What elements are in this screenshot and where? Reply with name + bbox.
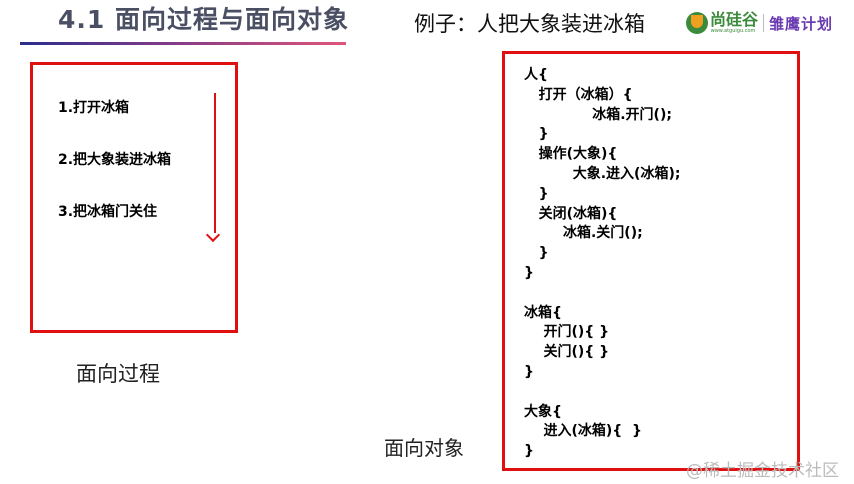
code-block: 人{ 打开（冰箱）{ 冰箱.开门(); } 操作(大象){ 大象.进入(冰箱);… [524, 66, 680, 462]
title-underline [20, 42, 346, 45]
code-line: 操作(大象){ [524, 146, 618, 163]
code-line: 人{ [524, 67, 548, 83]
code-line: 进入(冰箱){ } [524, 423, 642, 440]
code-line: } [524, 443, 534, 460]
procedural-steps: 1.打开冰箱 2.把大象装进冰箱 3.把冰箱门关住 [58, 97, 171, 253]
down-arrow-icon [214, 93, 216, 233]
logo-u-icon [686, 12, 708, 34]
code-line: } [524, 185, 549, 202]
logo-plan: 雏鹰计划 [769, 14, 834, 33]
slide-title: 4.1 面向过程与面向对象 [58, 5, 349, 34]
logo-url: www.atguigu.com [710, 28, 756, 34]
code-line: 开门(){ } [524, 324, 610, 341]
code-line: 关闭(冰箱){ [524, 205, 618, 222]
code-line: 冰箱.开门(); [524, 106, 672, 123]
logo-name: 尚硅谷 [710, 10, 759, 29]
code-line: } [524, 363, 534, 380]
step-item: 3.把冰箱门关住 [58, 204, 158, 220]
procedural-label: 面向过程 [76, 362, 160, 386]
step-item: 1.打开冰箱 [58, 100, 130, 116]
example-heading: 例子：人把大象装进冰箱 [414, 12, 645, 36]
code-line: } [524, 264, 534, 281]
code-line: } [524, 245, 549, 262]
code-line: 大象.进入(冰箱); [524, 165, 681, 182]
object-oriented-box [502, 51, 800, 471]
code-line: 大象{ [524, 403, 562, 420]
code-line [524, 284, 680, 304]
object-oriented-label: 面向对象 [384, 436, 464, 460]
code-line: 打开（冰箱）{ [524, 86, 633, 103]
code-line: 冰箱.关门(); [524, 225, 643, 242]
step-item: 2.把大象装进冰箱 [58, 152, 172, 168]
code-line: 冰箱{ [524, 304, 562, 321]
procedural-box [30, 62, 238, 333]
code-line: } [524, 126, 549, 143]
watermark: @稀土掘金技术社区 [686, 461, 839, 481]
logo: 尚硅谷 www.atguigu.com 雏鹰计划 [686, 8, 833, 38]
logo-divider [763, 14, 765, 32]
code-line [524, 383, 680, 403]
code-line: 关门(){ } [524, 344, 610, 361]
